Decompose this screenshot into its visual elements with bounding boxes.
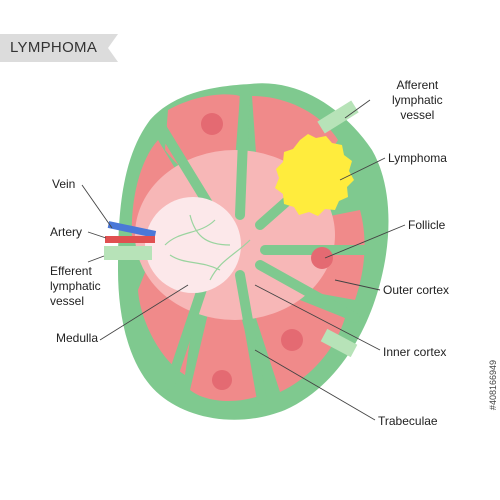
follicles <box>201 113 333 390</box>
label-trabeculae: Trabeculae <box>378 414 438 428</box>
leader-lines <box>81 99 406 421</box>
vein <box>107 221 157 238</box>
follicle <box>212 370 232 390</box>
stock-id: #408166949 <box>488 360 498 411</box>
label-outer-cortex: Outer cortex <box>383 283 450 297</box>
label-vein: Vein <box>52 177 76 191</box>
label-lymphoma: Lymphoma <box>388 151 447 165</box>
trabeculae <box>155 85 373 405</box>
label-artery: Artery <box>50 225 83 239</box>
follicle <box>281 329 303 351</box>
banner-shape <box>0 34 118 62</box>
efferent-vessel <box>104 246 152 260</box>
lymphatic-branches <box>164 214 251 281</box>
title-banner: LYMPHOMA <box>0 34 118 62</box>
follicle <box>311 247 333 269</box>
label-efferent-lymphatic-vessel: Efferent lymphatic vessel <box>50 264 101 308</box>
bottom-vessel <box>320 328 358 358</box>
label-inner-cortex: Inner cortex <box>383 345 447 359</box>
label-medulla: Medulla <box>56 331 99 345</box>
page-title: LYMPHOMA <box>10 39 98 56</box>
artery <box>105 236 155 243</box>
label-follicle: Follicle <box>408 218 446 232</box>
afferent-vessel <box>317 100 359 134</box>
follicle <box>201 113 223 135</box>
lymphoma-tumor <box>275 134 354 216</box>
label-afferent-lymphatic-vessel: Afferent lymphatic vessel <box>392 78 443 122</box>
